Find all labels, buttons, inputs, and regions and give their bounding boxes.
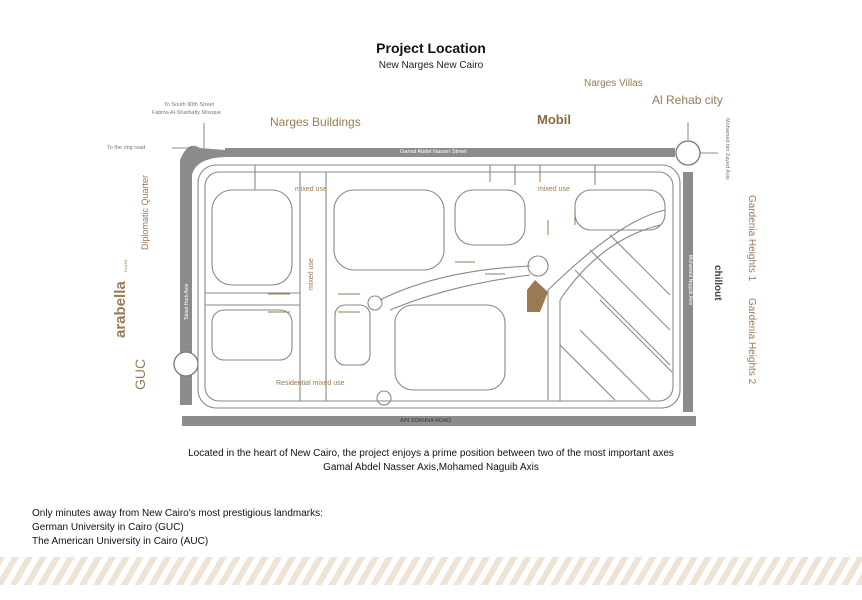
roundabout-w <box>173 351 199 377</box>
talaat-harb-label: Talaat Harb Axis <box>184 283 190 320</box>
pattern-band <box>0 557 862 585</box>
diplomatic-quarter-label: Diplomatic Quarter <box>140 174 150 250</box>
chillout-logo: chillout <box>712 265 723 301</box>
plaza-logo-text: PLAZA <box>123 259 128 272</box>
gamal-abdel-nasser-road <box>225 148 675 157</box>
mixed-use-label-2: mixed use <box>538 186 570 193</box>
mohamed-naguib-road <box>683 172 693 412</box>
page-subtitle: New Narges New Cairo <box>378 60 484 71</box>
page-title: Project Location <box>376 40 486 56</box>
ain-sokhna-road <box>182 416 696 426</box>
description-line-2: Gamal Abdel Nasser Axis,Mohamed Naguib A… <box>323 462 539 473</box>
guc-logo: GUC <box>132 358 148 390</box>
al-rehab-label: Al Rehab city <box>652 93 723 107</box>
residential-mixed-label: Residential mixed use <box>276 380 345 387</box>
fatima-mosque-label: Fatima Al-Sharbatly Mosque <box>152 110 222 116</box>
landmark-guc: German University in Cairo (GUC) <box>32 522 184 533</box>
mohamed-naguib-label: Mohamed Naguib Axis <box>687 255 693 306</box>
roundabout-ne <box>675 140 701 166</box>
direction-arrows <box>268 165 576 313</box>
landmarks-intro: Only minutes away from New Cairo's most … <box>32 508 323 519</box>
gamal-street-label: Gamal Abdel Nasser Street <box>400 149 467 155</box>
narges-buildings-label: Narges Buildings <box>270 115 361 129</box>
internal-streets <box>197 164 681 409</box>
gardenia-1-label: Gardenia Heights 1 <box>746 195 757 282</box>
arabella-logo: arabella <box>112 281 129 338</box>
ain-sokhna-label: AIN SOKHNA ROAD <box>400 418 452 424</box>
gardenia-2-label: Gardenia Heights 2 <box>746 298 757 385</box>
narges-villas-label: Narges Villas <box>584 78 643 89</box>
mixed-use-label-3: mixed use <box>308 258 315 290</box>
to-south-90-label: To South 90th Street <box>164 102 215 108</box>
description-line-1: Located in the heart of New Cairo, the p… <box>188 448 674 459</box>
talaat-harb-road <box>180 145 225 405</box>
project-site-marker <box>527 280 548 312</box>
mixed-use-label-1: mixed use <box>295 186 327 193</box>
mohamed-bin-zayed-label: Mohamed bin Zayed Axis <box>724 118 730 180</box>
mobil-logo: Mobil <box>537 112 571 127</box>
landmark-auc: The American University in Cairo (AUC) <box>32 536 209 547</box>
ring-road-label: To the ring road <box>107 145 146 151</box>
